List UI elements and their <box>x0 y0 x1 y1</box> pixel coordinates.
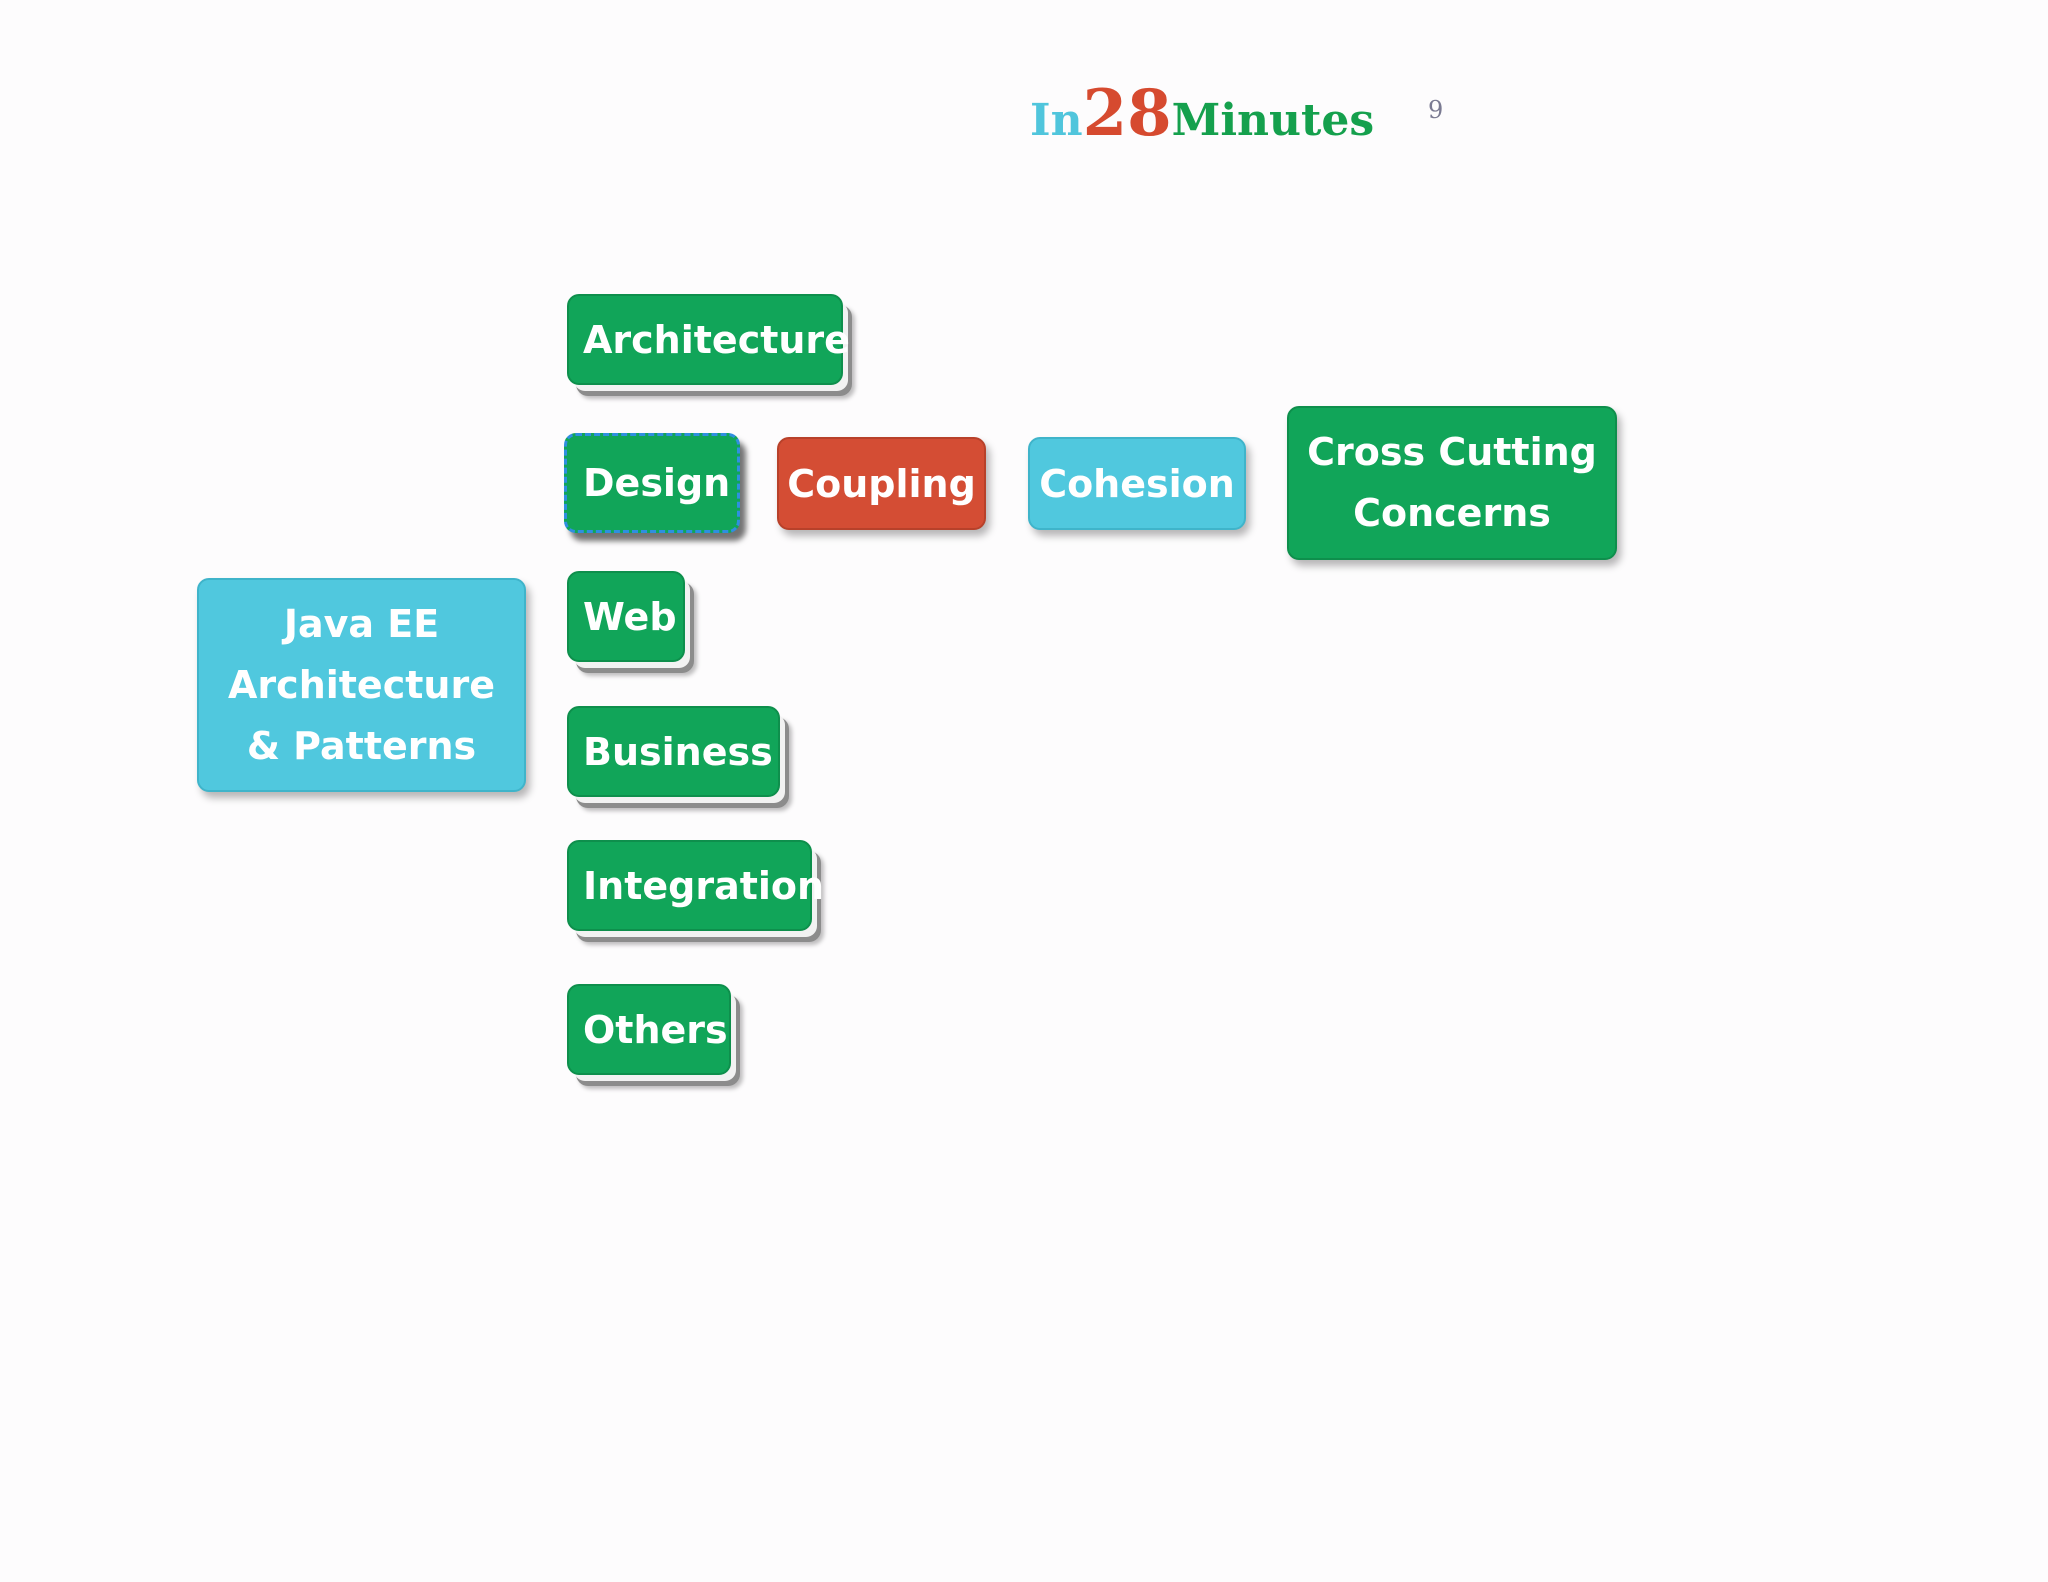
topic-label: Design <box>583 461 731 505</box>
subtopic-label: Cohesion <box>1039 461 1235 506</box>
topic-integration[interactable]: Integration <box>567 840 824 931</box>
root-node-label: Java EE Architecture & Patterns <box>228 601 495 768</box>
subtopic-cross-cutting-concerns[interactable]: Cross Cutting Concerns <box>1287 406 1617 560</box>
logo-number: 28 <box>1082 76 1172 151</box>
topic-label: Others <box>583 1007 728 1052</box>
topic-business[interactable]: Business <box>567 706 780 797</box>
topic-web[interactable]: Web <box>567 571 685 662</box>
subtopic-cohesion[interactable]: Cohesion <box>1028 437 1246 530</box>
topic-architecture[interactable]: Architecture <box>567 294 850 385</box>
page-number: 9 <box>1428 96 1444 124</box>
subtopic-label: Cross Cutting Concerns <box>1307 430 1597 535</box>
subtopic-label: Coupling <box>787 461 976 506</box>
logo-minutes: Minutes <box>1171 95 1375 146</box>
logo-in: In <box>1030 95 1083 146</box>
topic-label: Business <box>583 729 773 774</box>
subtopic-coupling[interactable]: Coupling <box>777 437 986 530</box>
topic-others[interactable]: Others <box>567 984 731 1075</box>
topic-label: Architecture <box>583 317 850 362</box>
topic-label: Web <box>583 594 677 639</box>
root-node-java-ee[interactable]: Java EE Architecture & Patterns <box>197 578 526 792</box>
topic-label: Integration <box>583 863 825 908</box>
topic-design[interactable]: Design <box>564 433 740 533</box>
in28minutes-logo: In28Minutes <box>1030 82 1374 146</box>
